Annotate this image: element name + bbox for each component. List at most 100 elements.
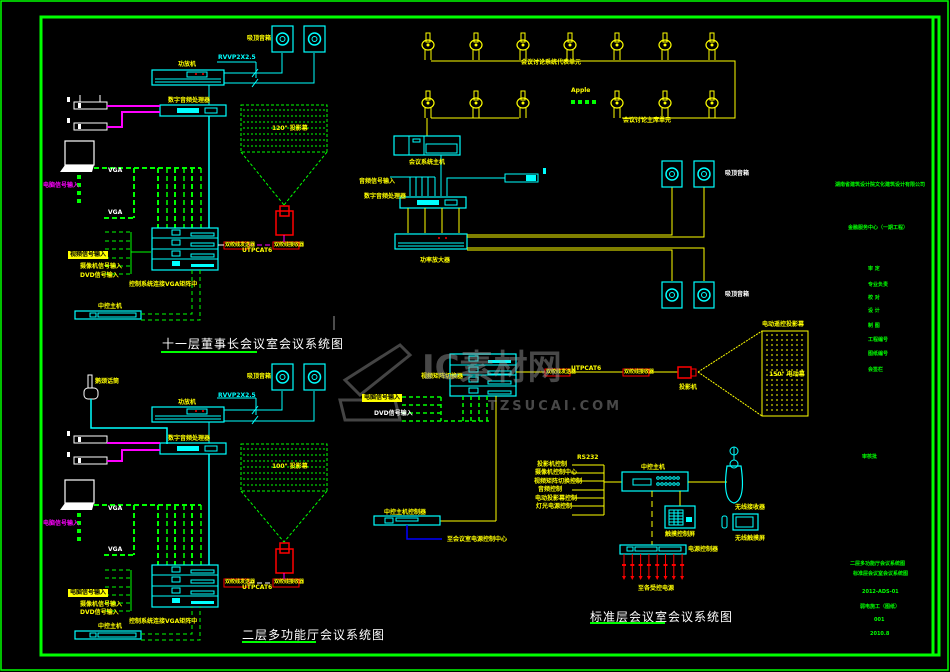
pc-input-label: 电脑信号输入 — [362, 394, 403, 402]
vga-label: VGA — [108, 546, 123, 553]
conference-mic-unit — [658, 90, 672, 118]
conference-mic-unit — [421, 90, 435, 118]
audio-processor-device — [399, 196, 467, 209]
dvd-input-label: DVD信号输入 — [80, 272, 119, 279]
legend-label: Apple — [571, 87, 591, 94]
twisted-pair-receiver — [272, 241, 300, 250]
matrix-output-label: 控制系统连接VGA矩阵中 — [129, 281, 198, 288]
relay-output — [622, 554, 626, 580]
diagram-title-center: 标准层会议室会议系统图 — [590, 610, 734, 624]
gooseneck-mic-label: 鹅颈话筒 — [95, 378, 120, 385]
title-block-row: 校 对 — [868, 295, 880, 301]
control-host-device — [74, 630, 142, 640]
speaker-label: 吸顶音箱 — [247, 35, 272, 42]
drawing-date: 2010.8 — [870, 631, 890, 637]
drawing-title-1: 二层多功能厅会议系统图 — [850, 561, 906, 567]
delegate-unit-label: 会议讨论系统代表单元 — [521, 59, 582, 66]
projection-screen — [240, 443, 328, 543]
control-item-label: 摄像机控制中心 — [535, 469, 578, 477]
wireless-touchscreen-label: 无线触摸屏 — [735, 535, 766, 542]
conference-mic-unit — [610, 90, 624, 118]
central-control-host — [621, 471, 689, 492]
conference-mic-unit — [516, 32, 530, 60]
drawing-scale: 弱电施工（图纸） — [860, 604, 901, 610]
wireless-mic-receiver — [67, 118, 108, 131]
camera-input-label: 摄像机信号输入 — [80, 601, 123, 608]
control-item-label: 音频控制 — [538, 486, 563, 494]
watermark-logo — [338, 343, 413, 422]
speaker-icon — [661, 281, 683, 309]
matrix-switcher-stack — [151, 227, 219, 271]
receiver-label: 双绞线接收器 — [624, 369, 655, 375]
wireless-mic-receiver — [67, 95, 108, 110]
processor-label: 数字音频处理器 — [168, 97, 211, 104]
pc-input-label: 电脑信号输入 — [43, 520, 80, 527]
conference-host-device — [393, 135, 461, 156]
speaker-label: 吸顶音箱 — [725, 170, 750, 177]
speaker-icon — [271, 25, 294, 53]
matrix-switcher-stack — [151, 564, 219, 608]
host-controller-label: 中控主机控制器 — [384, 509, 427, 516]
title-block-row: 工程编号 — [868, 337, 889, 343]
matrix-switcher-label: 视频矩阵切换器 — [421, 373, 464, 380]
conference-mic-unit — [469, 90, 483, 118]
title-block-row: 审 定 — [868, 266, 880, 272]
conference-mic-unit — [563, 32, 577, 60]
title-block-row: 设 计 — [868, 308, 880, 314]
wireless-receiver-label: 无线接收器 — [735, 504, 766, 511]
rs232-label: RS232 — [577, 454, 599, 461]
transmitter-label: 双绞线发送器 — [225, 579, 256, 585]
touch-panel-device — [664, 505, 696, 529]
title-block-row: 图纸编号 — [868, 351, 889, 357]
video-input-label: 电脑信号输入 — [68, 589, 109, 597]
screen-label: 120" 投影幕 — [272, 125, 308, 132]
vga-label: VGA — [108, 209, 123, 216]
power-relay-device — [619, 544, 687, 555]
control-host-label: 中控主机 — [98, 623, 123, 630]
title-underline — [242, 641, 316, 643]
title-underline — [161, 351, 257, 353]
conference-mic-unit — [516, 90, 530, 118]
title-underline — [590, 622, 665, 624]
watermark-url: TZSUCAI.COM — [488, 399, 623, 414]
speaker-icon — [693, 281, 715, 309]
projector-label: 投影机 — [679, 384, 698, 391]
transmitter-label: 双绞线发送器 — [225, 242, 256, 248]
matrix-output-label: 控制系统连接VGA矩阵中 — [129, 618, 198, 625]
receiver-label: 双绞线接收器 — [274, 579, 305, 585]
wireless-mic-receiver — [67, 452, 108, 465]
speaker-icon — [693, 160, 715, 188]
utp-label: UTPCAT6 — [571, 365, 602, 372]
laptop-icon — [60, 479, 95, 510]
projector-icon — [275, 542, 294, 579]
relay-output-label: 至各受控电源 — [638, 585, 675, 592]
projection-screen — [240, 104, 328, 206]
speaker-label: 吸顶音箱 — [725, 291, 750, 298]
pc-input-label: 电脑信号输入 — [43, 182, 80, 189]
conference-mic-unit — [705, 90, 719, 118]
power-relay-label: 电源控制器 — [688, 546, 719, 553]
projector-icon — [275, 205, 294, 242]
speaker-icon — [303, 363, 326, 391]
diagram-center — [373, 32, 809, 580]
vga-label: VGA — [108, 167, 123, 174]
diagram-bottom-left — [60, 363, 328, 641]
relay-output — [671, 554, 676, 580]
screen-label: 150" 电动幕 — [769, 371, 805, 378]
amp-label: 功放机 — [178, 61, 197, 68]
camera-input-label: 摄像机信号输入 — [80, 263, 123, 270]
control-host-label: 中控主机 — [98, 303, 123, 310]
relay-output — [680, 554, 685, 580]
host-controller-device — [373, 515, 441, 526]
drawing-title-2: 标准层会议室会议系统图 — [853, 571, 909, 577]
chairman-unit-label: 会议讨论主席单元 — [623, 117, 672, 124]
sheet-number: 001 — [874, 617, 885, 623]
video-input-label: 视频信号输入 — [68, 251, 109, 259]
title-block-row: 制 图 — [868, 323, 880, 329]
power-amplifier-device — [394, 233, 468, 250]
conference-mic-unit — [421, 32, 435, 60]
control-item-label: 视频矩阵切换控制 — [534, 477, 583, 485]
company-name: 湖南省建筑设计院文化建筑设计有限公司 — [835, 182, 926, 188]
screen-label: 100" 投影幕 — [272, 463, 308, 470]
control-host-label: 中控主机 — [641, 464, 666, 471]
